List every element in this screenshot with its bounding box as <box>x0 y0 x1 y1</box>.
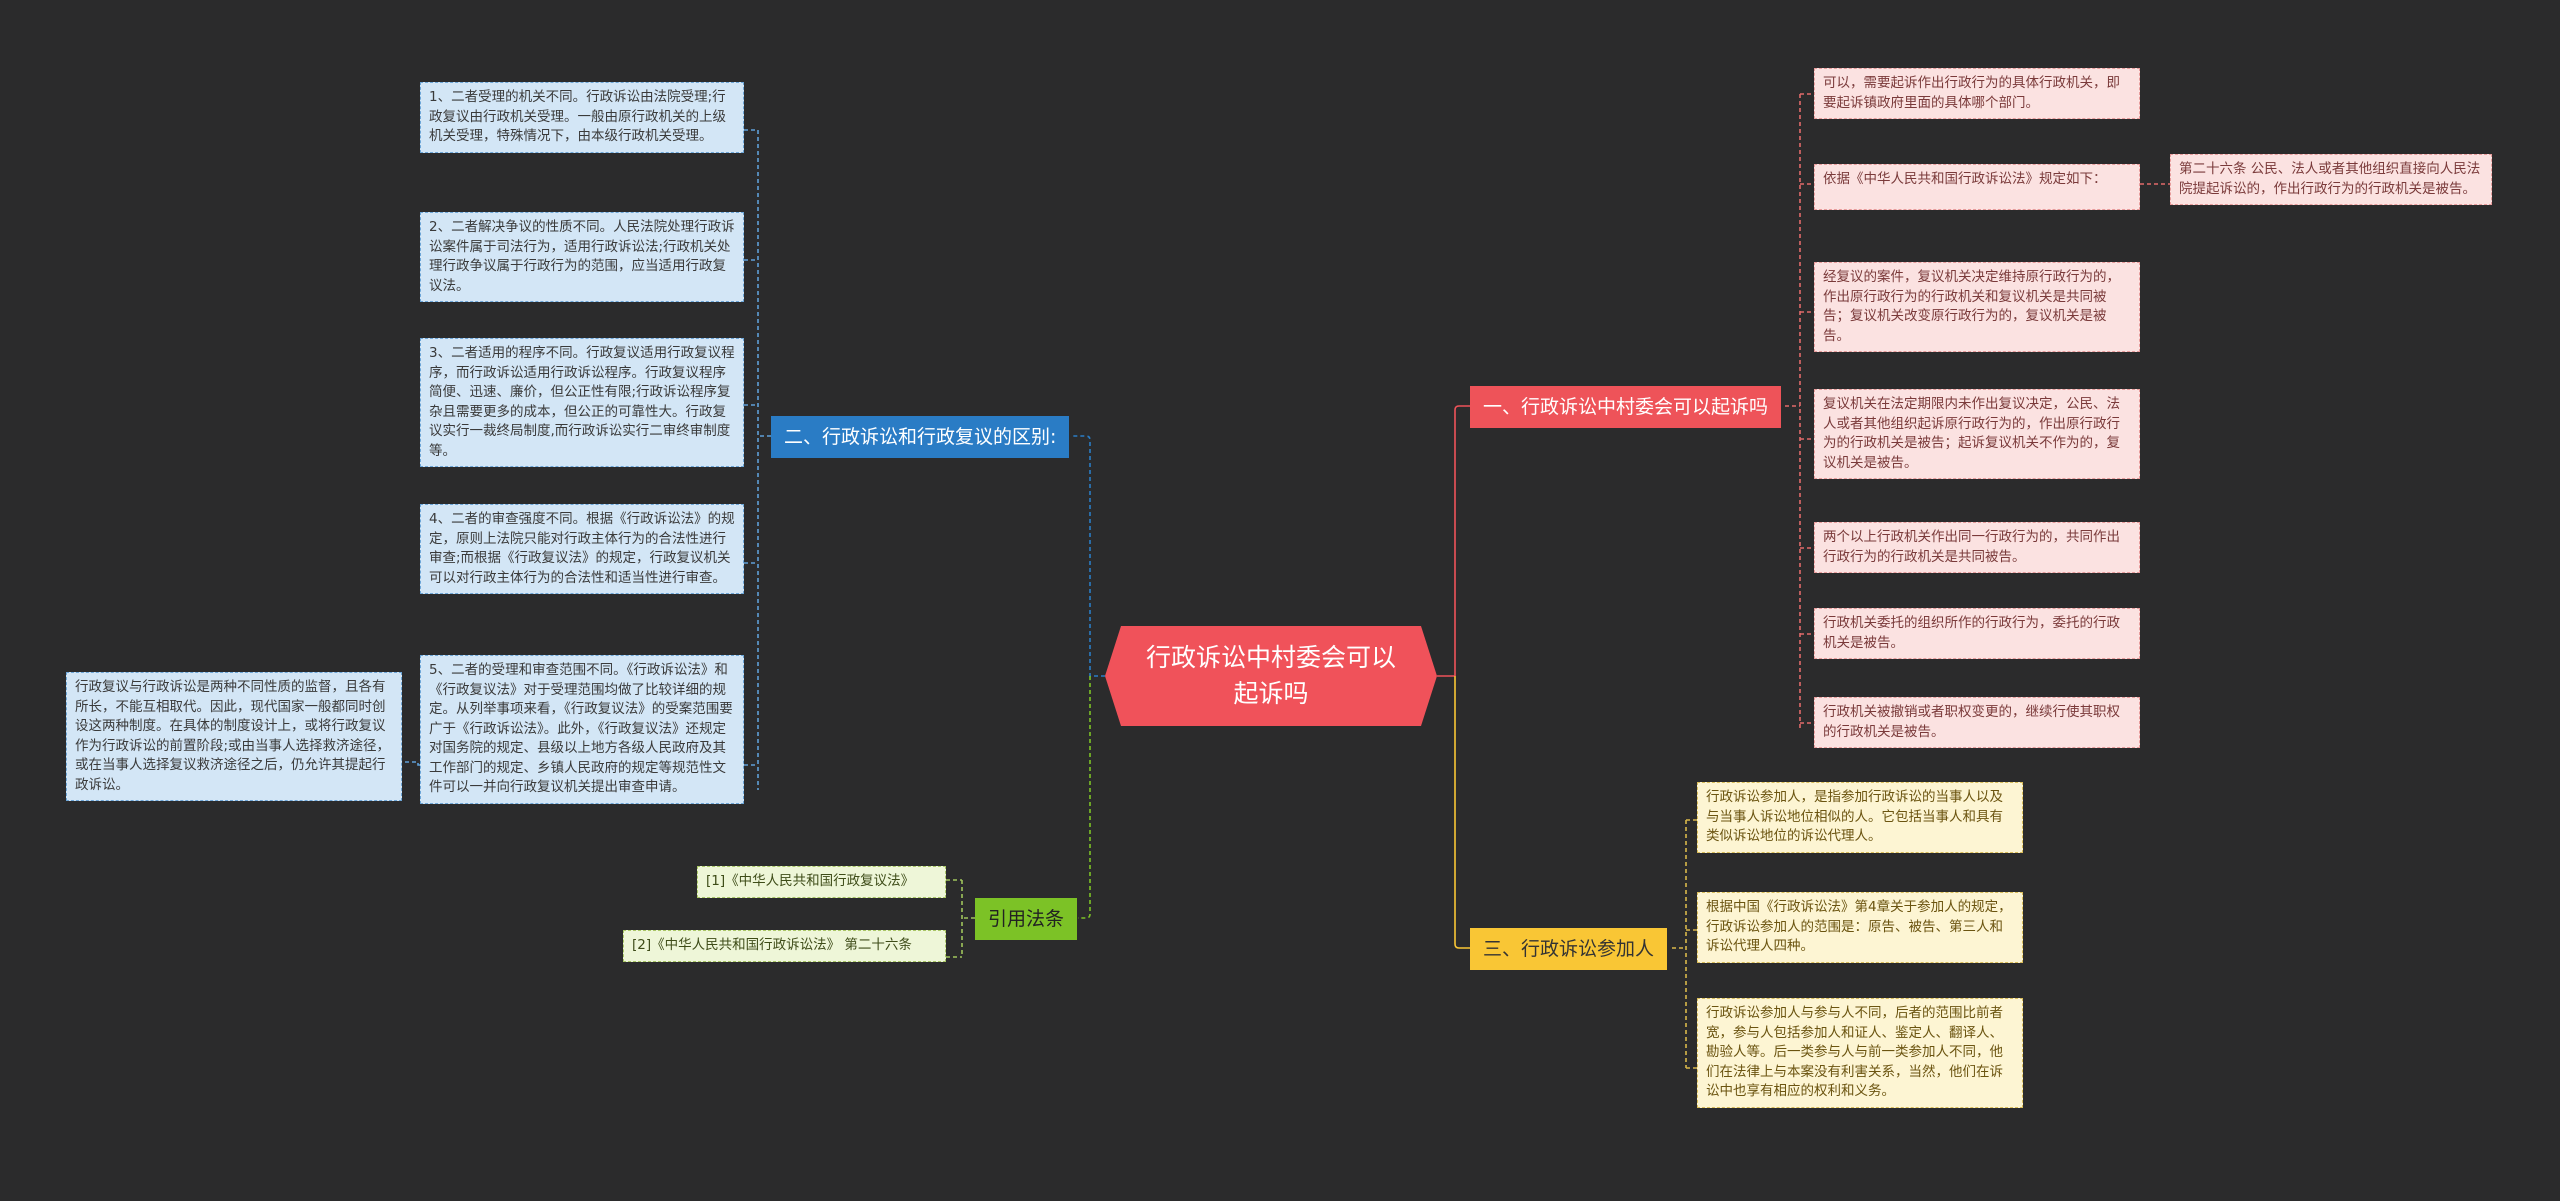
leaf-article-26[interactable]: 第二十六条 公民、法人或者其他组织直接向人民法院提起诉讼的，作出行政行为的行政机… <box>2170 154 2492 205</box>
leaf-lawsuit-7[interactable]: 行政机关被撤销或者职权变更的，继续行使其职权的行政机关是被告。 <box>1814 697 2140 748</box>
branch-participants-label: 三、行政诉讼参加人 <box>1483 938 1655 960</box>
leaf-difference-4[interactable]: 4、二者的审查强度不同。根据《行政诉讼法》的规定，原则上法院只能对行政主体行为的… <box>420 504 744 594</box>
leaf-participants-3[interactable]: 行政诉讼参加人与参与人不同，后者的范围比前者宽，参与人包括参加人和证人、鉴定人、… <box>1697 998 2023 1108</box>
leaf-citation-2[interactable]: [2]《中华人民共和国行政诉讼法》 第二十六条 <box>623 930 946 962</box>
leaf-difference-side[interactable]: 行政复议与行政诉讼是两种不同性质的监督，且各有所长，不能互相取代。因此，现代国家… <box>66 672 402 801</box>
branch-difference-label: 二、行政诉讼和行政复议的区别: <box>784 426 1057 448</box>
leaf-lawsuit-6[interactable]: 行政机关委托的组织所作的行政行为，委托的行政机关是被告。 <box>1814 608 2140 659</box>
leaf-difference-3[interactable]: 3、二者适用的程序不同。行政复议适用行政复议程序，而行政诉讼适用行政诉讼程序。行… <box>420 338 744 467</box>
branch-lawsuit[interactable]: 一、行政诉讼中村委会可以起诉吗 <box>1470 386 1782 428</box>
leaf-text: [1]《中华人民共和国行政复议法》 <box>706 873 915 889</box>
leaf-text: 根据中国《行政诉讼法》第4章关于参加人的规定，行政诉讼参加人的范围是：原告、被告… <box>1706 899 2012 954</box>
leaf-text: 行政复议与行政诉讼是两种不同性质的监督，且各有所长，不能互相取代。因此，现代国家… <box>75 679 391 793</box>
leaf-text: 依据《中华人民共和国行政诉讼法》规定如下： <box>1823 171 2107 187</box>
leaf-lawsuit-4[interactable]: 复议机关在法定期限内未作出复议决定，公民、法人或者其他组织起诉原行政行为的，作出… <box>1814 389 2140 479</box>
leaf-lawsuit-1[interactable]: 可以，需要起诉作出行政行为的具体行政机关，即要起诉镇政府里面的具体哪个部门。 <box>1814 68 2140 119</box>
leaf-lawsuit-3[interactable]: 经复议的案件，复议机关决定维持原行政行为的，作出原行政行为的行政机关和复议机关是… <box>1814 262 2140 352</box>
leaf-text: 5、二者的受理和审查范围不同。《行政诉讼法》和《行政复议法》对于受理范围均做了比… <box>429 662 733 795</box>
branch-citations-label: 引用法条 <box>988 908 1065 930</box>
leaf-text: 4、二者的审查强度不同。根据《行政诉讼法》的规定，原则上法院只能对行政主体行为的… <box>429 511 735 586</box>
leaf-participants-2[interactable]: 根据中国《行政诉讼法》第4章关于参加人的规定，行政诉讼参加人的范围是：原告、被告… <box>1697 892 2023 963</box>
leaf-text: [2]《中华人民共和国行政诉讼法》 第二十六条 <box>632 937 912 953</box>
leaf-text: 两个以上行政机关作出同一行政行为的，共同作出行政行为的行政机关是共同被告。 <box>1823 529 2120 565</box>
branch-difference[interactable]: 二、行政诉讼和行政复议的区别: <box>771 416 1070 458</box>
leaf-text: 可以，需要起诉作出行政行为的具体行政机关，即要起诉镇政府里面的具体哪个部门。 <box>1823 75 2120 111</box>
leaf-difference-2[interactable]: 2、二者解决争议的性质不同。人民法院处理行政诉讼案件属于司法行为，适用行政诉讼法… <box>420 212 744 302</box>
leaf-text: 第二十六条 公民、法人或者其他组织直接向人民法院提起诉讼的，作出行政行为的行政机… <box>2179 161 2481 197</box>
leaf-difference-1[interactable]: 1、二者受理的机关不同。行政诉讼由法院受理;行政复议由行政机关受理。一般由原行政… <box>420 82 744 153</box>
leaf-text: 复议机关在法定期限内未作出复议决定，公民、法人或者其他组织起诉原行政行为的，作出… <box>1823 396 2120 471</box>
branch-citations[interactable]: 引用法条 <box>975 898 1078 940</box>
leaf-text: 行政诉讼参加人与参与人不同，后者的范围比前者宽，参与人包括参加人和证人、鉴定人、… <box>1706 1005 2003 1099</box>
leaf-lawsuit-5[interactable]: 两个以上行政机关作出同一行政行为的，共同作出行政行为的行政机关是共同被告。 <box>1814 522 2140 573</box>
leaf-text: 行政机关被撤销或者职权变更的，继续行使其职权的行政机关是被告。 <box>1823 704 2120 740</box>
leaf-difference-5[interactable]: 5、二者的受理和审查范围不同。《行政诉讼法》和《行政复议法》对于受理范围均做了比… <box>420 655 744 804</box>
leaf-citation-1[interactable]: [1]《中华人民共和国行政复议法》 <box>697 866 946 898</box>
leaf-lawsuit-2[interactable]: 依据《中华人民共和国行政诉讼法》规定如下： <box>1814 164 2140 210</box>
central-topic[interactable]: 行政诉讼中村委会可以起诉吗 <box>1105 626 1437 726</box>
leaf-text: 1、二者受理的机关不同。行政诉讼由法院受理;行政复议由行政机关受理。一般由原行政… <box>429 89 726 144</box>
leaf-text: 行政机关委托的组织所作的行政行为，委托的行政机关是被告。 <box>1823 615 2120 651</box>
leaf-text: 3、二者适用的程序不同。行政复议适用行政复议程序，而行政诉讼适用行政诉讼程序。行… <box>429 345 735 459</box>
branch-lawsuit-label: 一、行政诉讼中村委会可以起诉吗 <box>1483 396 1769 418</box>
leaf-participants-1[interactable]: 行政诉讼参加人，是指参加行政诉讼的当事人以及与当事人诉讼地位相似的人。它包括当事… <box>1697 782 2023 853</box>
leaf-text: 2、二者解决争议的性质不同。人民法院处理行政诉讼案件属于司法行为，适用行政诉讼法… <box>429 219 735 294</box>
branch-participants[interactable]: 三、行政诉讼参加人 <box>1470 928 1668 970</box>
leaf-text: 行政诉讼参加人，是指参加行政诉讼的当事人以及与当事人诉讼地位相似的人。它包括当事… <box>1706 789 2003 844</box>
central-topic-label: 行政诉讼中村委会可以起诉吗 <box>1145 643 1396 708</box>
leaf-text: 经复议的案件，复议机关决定维持原行政行为的，作出原行政行为的行政机关和复议机关是… <box>1823 269 2120 344</box>
